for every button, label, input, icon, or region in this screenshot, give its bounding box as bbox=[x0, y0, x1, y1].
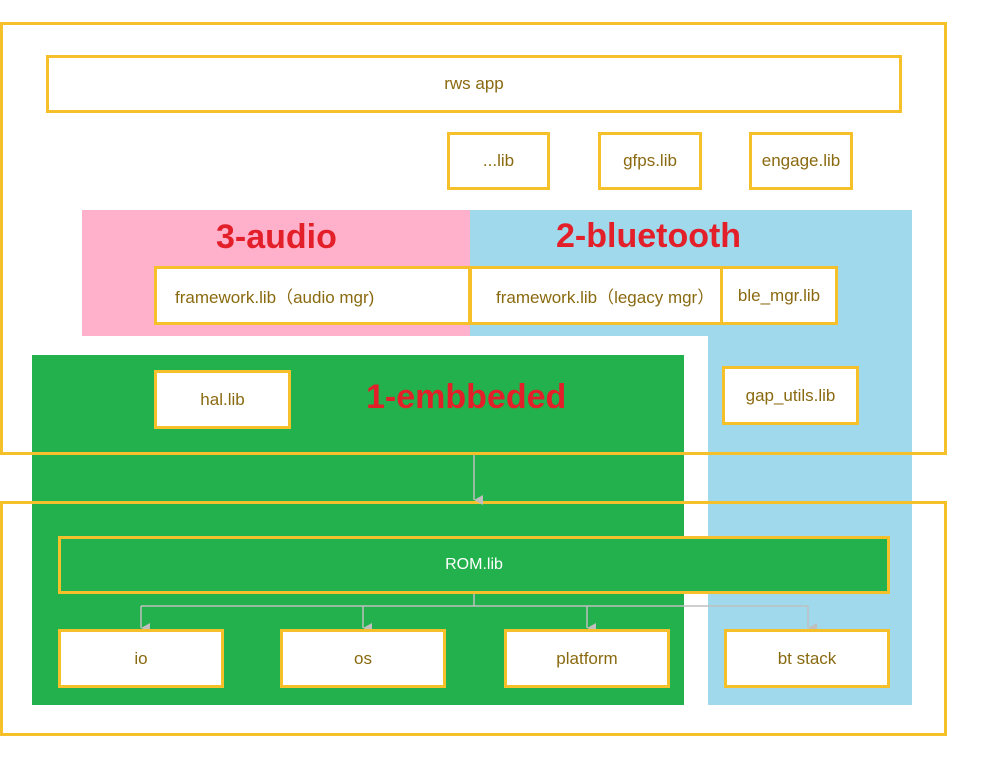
framework-legacy-label: framework.lib（legacy mgr） bbox=[496, 288, 715, 307]
platform-box: platform bbox=[504, 629, 670, 688]
bt-stack-box: bt stack bbox=[724, 629, 890, 688]
framework-audio-label: framework.lib（audio mgr) bbox=[175, 288, 375, 307]
hal-lib-box: hal.lib bbox=[154, 370, 291, 429]
rws-app-label: rws app bbox=[444, 74, 504, 93]
framework-audio-box: framework.lib（audio mgr) bbox=[154, 266, 471, 325]
app-layer-frame bbox=[0, 22, 947, 455]
gap-utils-label: gap_utils.lib bbox=[745, 385, 836, 405]
embedded-title: 1-embbeded bbox=[366, 378, 567, 416]
gap-utils-box: gap_utils.lib bbox=[722, 366, 859, 425]
engage-lib-label: engage.lib bbox=[761, 151, 841, 170]
gfps-lib-box: gfps.lib bbox=[598, 132, 702, 190]
rws-app-box: rws app bbox=[46, 55, 902, 113]
ble-mgr-box: ble_mgr.lib bbox=[720, 266, 838, 325]
rom-lib-label: ROM.lib bbox=[445, 556, 503, 573]
hal-lib-label: hal.lib bbox=[200, 389, 245, 409]
audio-title: 3-audio bbox=[216, 218, 337, 256]
dots-lib-box: ...lib bbox=[447, 132, 550, 190]
rom-lib-box: ROM.lib bbox=[58, 536, 890, 594]
dots-lib-label: ...lib bbox=[482, 151, 515, 170]
io-label: io bbox=[134, 648, 148, 668]
engage-lib-box: engage.lib bbox=[749, 132, 853, 190]
platform-label: platform bbox=[556, 648, 618, 668]
rom-layer-frame bbox=[0, 501, 947, 736]
io-box: io bbox=[58, 629, 224, 688]
os-label: os bbox=[354, 648, 372, 668]
bluetooth-title: 2-bluetooth bbox=[556, 217, 742, 255]
os-box: os bbox=[280, 629, 446, 688]
framework-legacy-box: framework.lib（legacy mgr） bbox=[469, 266, 723, 325]
ble-mgr-label: ble_mgr.lib bbox=[737, 285, 821, 305]
gfps-lib-label: gfps.lib bbox=[623, 151, 677, 170]
bt-stack-label: bt stack bbox=[777, 648, 837, 668]
